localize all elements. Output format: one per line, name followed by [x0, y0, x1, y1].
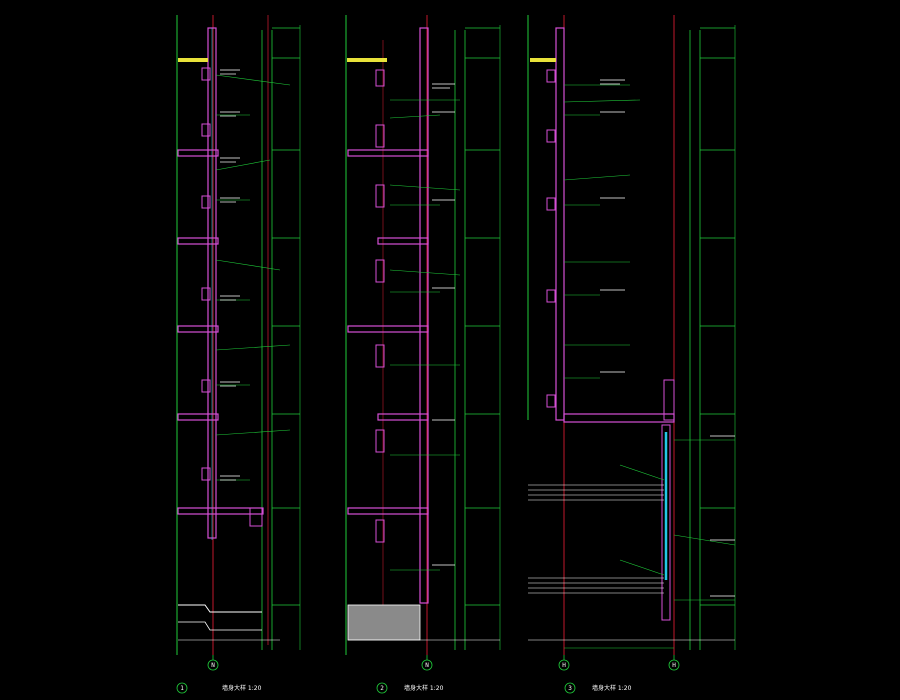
axis-label-1: N — [211, 662, 215, 669]
axis-label-3a: H — [562, 662, 566, 669]
section-index-2: 2 — [380, 685, 384, 692]
section-title-2: 墙身大样 1:20 — [404, 684, 444, 692]
section-title-1: 墙身大样 1:20 — [222, 684, 262, 692]
axis-label-2: N — [425, 662, 429, 669]
section-3: H H 3 墙身大样 1:20 — [527, 15, 736, 694]
section-index-3: 3 — [568, 685, 572, 692]
section-1: N 1 墙身大样 1:20 — [176, 15, 301, 694]
section-2: N 2 墙身大样 1:20 — [345, 15, 501, 694]
axis-label-3b: H — [672, 662, 676, 669]
section-title-3: 墙身大样 1:20 — [592, 684, 632, 692]
callout-text-marks — [220, 69, 735, 597]
section-index-1: 1 — [180, 685, 184, 692]
